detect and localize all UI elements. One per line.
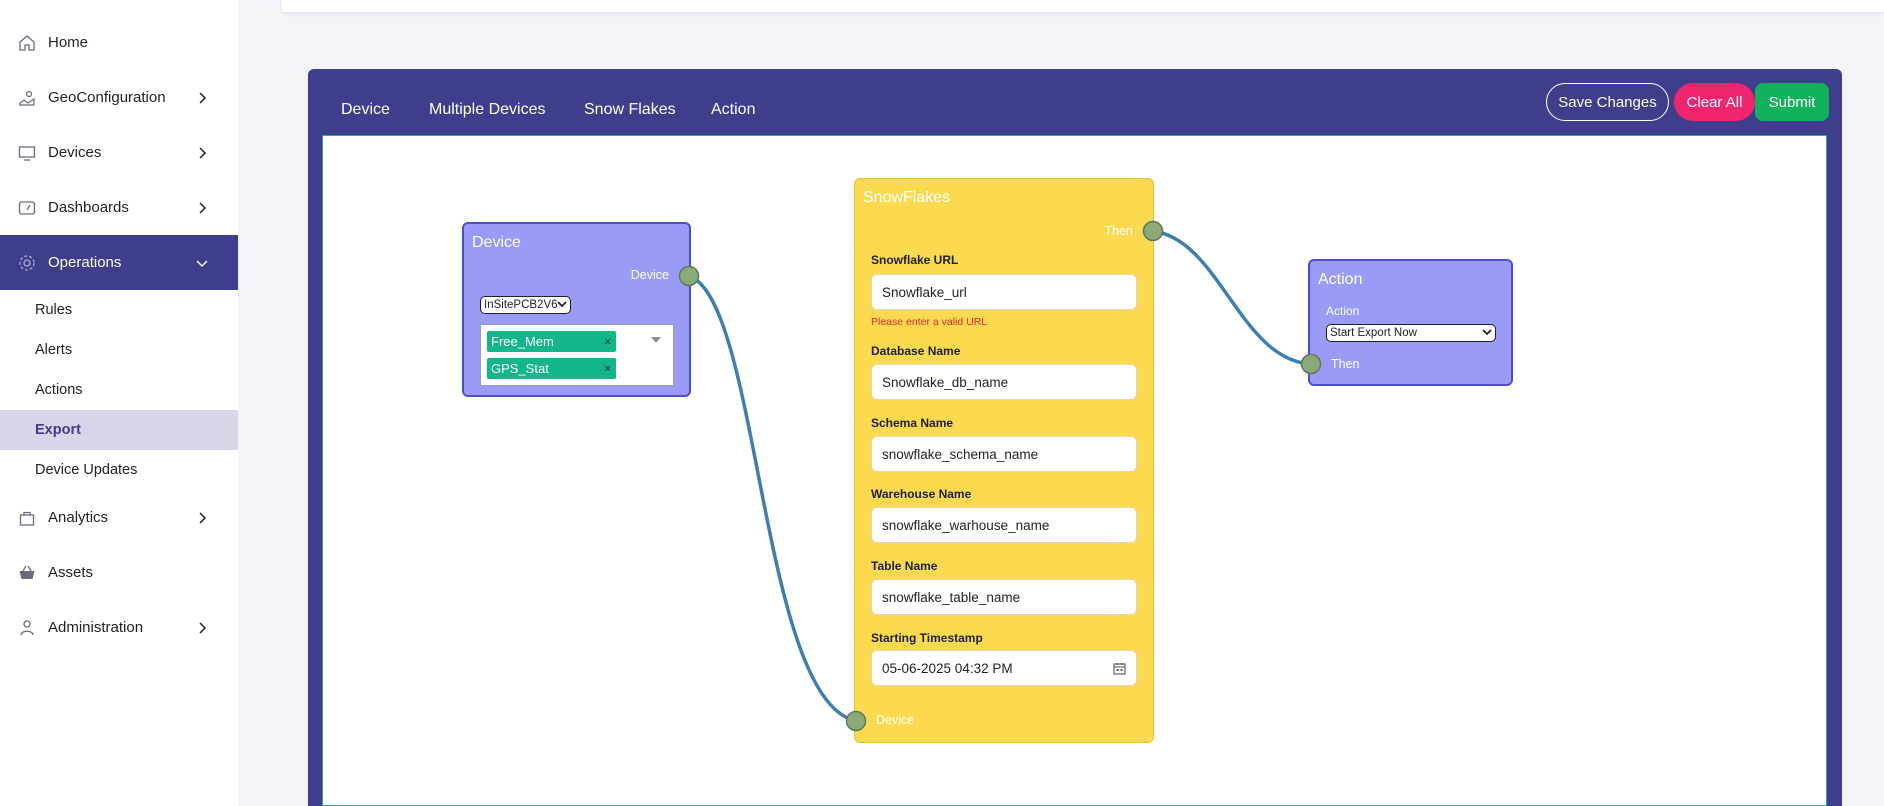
url-error-message: Please enter a valid URL — [871, 316, 988, 328]
action-select-value: Start Export Now — [1330, 327, 1417, 339]
sidebar-subitem-alerts[interactable]: Alerts — [0, 330, 238, 370]
nav-item-operations[interactable]: Operations — [0, 235, 238, 290]
map-config-icon — [18, 89, 36, 107]
nav-item-dashboards[interactable]: Dashboards — [0, 180, 238, 235]
chevron-right-icon — [199, 201, 207, 214]
table-name-input[interactable]: snowflake_table_name — [871, 579, 1137, 615]
sidebar-subitem-rules[interactable]: Rules — [0, 290, 238, 330]
close-icon[interactable]: × — [604, 362, 611, 375]
chip-gps-stat: GPS_Stat × — [487, 358, 616, 379]
chevron-right-icon — [199, 621, 207, 634]
snowflakes-output-label: Then — [1104, 224, 1134, 238]
caret-down-icon[interactable] — [651, 337, 661, 343]
nav-item-administration[interactable]: Administration — [0, 600, 238, 655]
top-header — [282, 0, 1884, 12]
device-node[interactable]: Device Device InSitePCB2V6 Free_Mem × GP… — [462, 222, 691, 397]
bag-icon — [18, 509, 36, 527]
sidebar-subitem-export[interactable]: Export — [0, 410, 238, 450]
subitem-label: Device Updates — [35, 462, 138, 478]
device-select-value: InSitePCB2V6 — [484, 299, 558, 311]
nav-label: Home — [48, 34, 89, 51]
warehouse-name-input[interactable]: snowflake_warhouse_name — [871, 507, 1137, 543]
nav-item-analytics[interactable]: Analytics — [0, 490, 238, 545]
action-input-label: Then — [1331, 357, 1360, 371]
snowflakes-input-label: Device — [876, 713, 915, 727]
calendar-icon[interactable] — [1113, 662, 1126, 675]
database-name-label: Database Name — [871, 344, 961, 358]
schema-name-label: Schema Name — [871, 416, 954, 430]
tab-device[interactable]: Device — [341, 101, 390, 118]
nav-label: Devices — [48, 144, 102, 161]
submit-button[interactable]: Submit — [1755, 83, 1829, 121]
chevron-right-icon — [199, 511, 207, 524]
nav-label: Dashboards — [48, 199, 129, 216]
close-icon[interactable]: × — [604, 335, 611, 348]
device-output-label: Device — [630, 268, 669, 282]
clear-all-button[interactable]: Clear All — [1674, 83, 1755, 121]
home-icon — [18, 34, 36, 52]
tab-multiple-devices[interactable]: Multiple Devices — [429, 101, 546, 118]
action-node[interactable]: Action Action Start Export Now Then — [1308, 259, 1513, 386]
database-name-input[interactable]: Snowflake_db_name — [871, 364, 1137, 400]
chevron-down-icon — [1482, 329, 1492, 336]
snowflake-url-input[interactable]: Snowflake_url — [871, 274, 1137, 310]
gauge-icon — [18, 199, 36, 217]
chip-label: Free_Mem — [491, 334, 554, 349]
sidebar-subitem-actions[interactable]: Actions — [0, 370, 238, 410]
sidebar: Home GeoConfiguration Devices Dashboards… — [0, 0, 238, 806]
nav-item-home[interactable]: Home — [0, 15, 238, 70]
subitem-label: Actions — [35, 382, 83, 398]
chevron-right-icon — [199, 91, 207, 104]
schema-name-input[interactable]: snowflake_schema_name — [871, 436, 1137, 472]
chevron-down-icon — [557, 301, 567, 308]
nav-item-devices[interactable]: Devices — [0, 125, 238, 180]
tab-action[interactable]: Action — [711, 101, 756, 118]
chip-label: GPS_Stat — [491, 361, 549, 376]
starting-timestamp-input[interactable]: 05-06-2025 04:32 PM — [871, 650, 1137, 686]
nav-label: Analytics — [48, 509, 109, 526]
action-select[interactable]: Start Export Now — [1326, 324, 1496, 342]
gear-icon — [18, 254, 36, 272]
device-node-title: Device — [472, 234, 521, 251]
table-name-label: Table Name — [871, 559, 938, 573]
timestamp-value: 05-06-2025 04:32 PM — [882, 660, 1013, 676]
subitem-label: Rules — [35, 302, 73, 318]
monitor-icon — [18, 144, 36, 162]
basket-icon — [18, 564, 36, 582]
save-changes-button[interactable]: Save Changes — [1546, 83, 1669, 121]
action-node-title: Action — [1318, 271, 1363, 288]
nav-item-assets[interactable]: Assets — [0, 545, 238, 600]
parameter-multiselect[interactable]: Free_Mem × GPS_Stat × — [480, 324, 674, 386]
nav-label: Assets — [48, 564, 94, 581]
nav-label: GeoConfiguration — [48, 89, 166, 106]
snowflake-url-label: Snowflake URL — [871, 253, 959, 267]
warehouse-name-label: Warehouse Name — [871, 487, 972, 501]
nav-item-geoconfiguration[interactable]: GeoConfiguration — [0, 70, 238, 125]
starting-timestamp-label: Starting Timestamp — [871, 631, 983, 645]
nav-label: Administration — [48, 619, 144, 636]
admin-icon — [18, 619, 36, 637]
chevron-down-icon — [196, 259, 208, 267]
tab-snow-flakes[interactable]: Snow Flakes — [584, 101, 676, 118]
subitem-label: Alerts — [35, 342, 73, 358]
sidebar-subitem-device-updates[interactable]: Device Updates — [0, 450, 238, 490]
snowflakes-node[interactable]: SnowFlakes Then Snowflake URL Snowflake_… — [854, 178, 1154, 743]
subitem-label: Export — [35, 422, 81, 438]
chip-free-mem: Free_Mem × — [487, 331, 616, 352]
nav-label: Operations — [48, 254, 122, 271]
device-select[interactable]: InSitePCB2V6 — [480, 296, 571, 314]
snowflakes-node-title: SnowFlakes — [863, 189, 951, 206]
chevron-right-icon — [199, 146, 207, 159]
action-field-label: Action — [1326, 304, 1360, 318]
